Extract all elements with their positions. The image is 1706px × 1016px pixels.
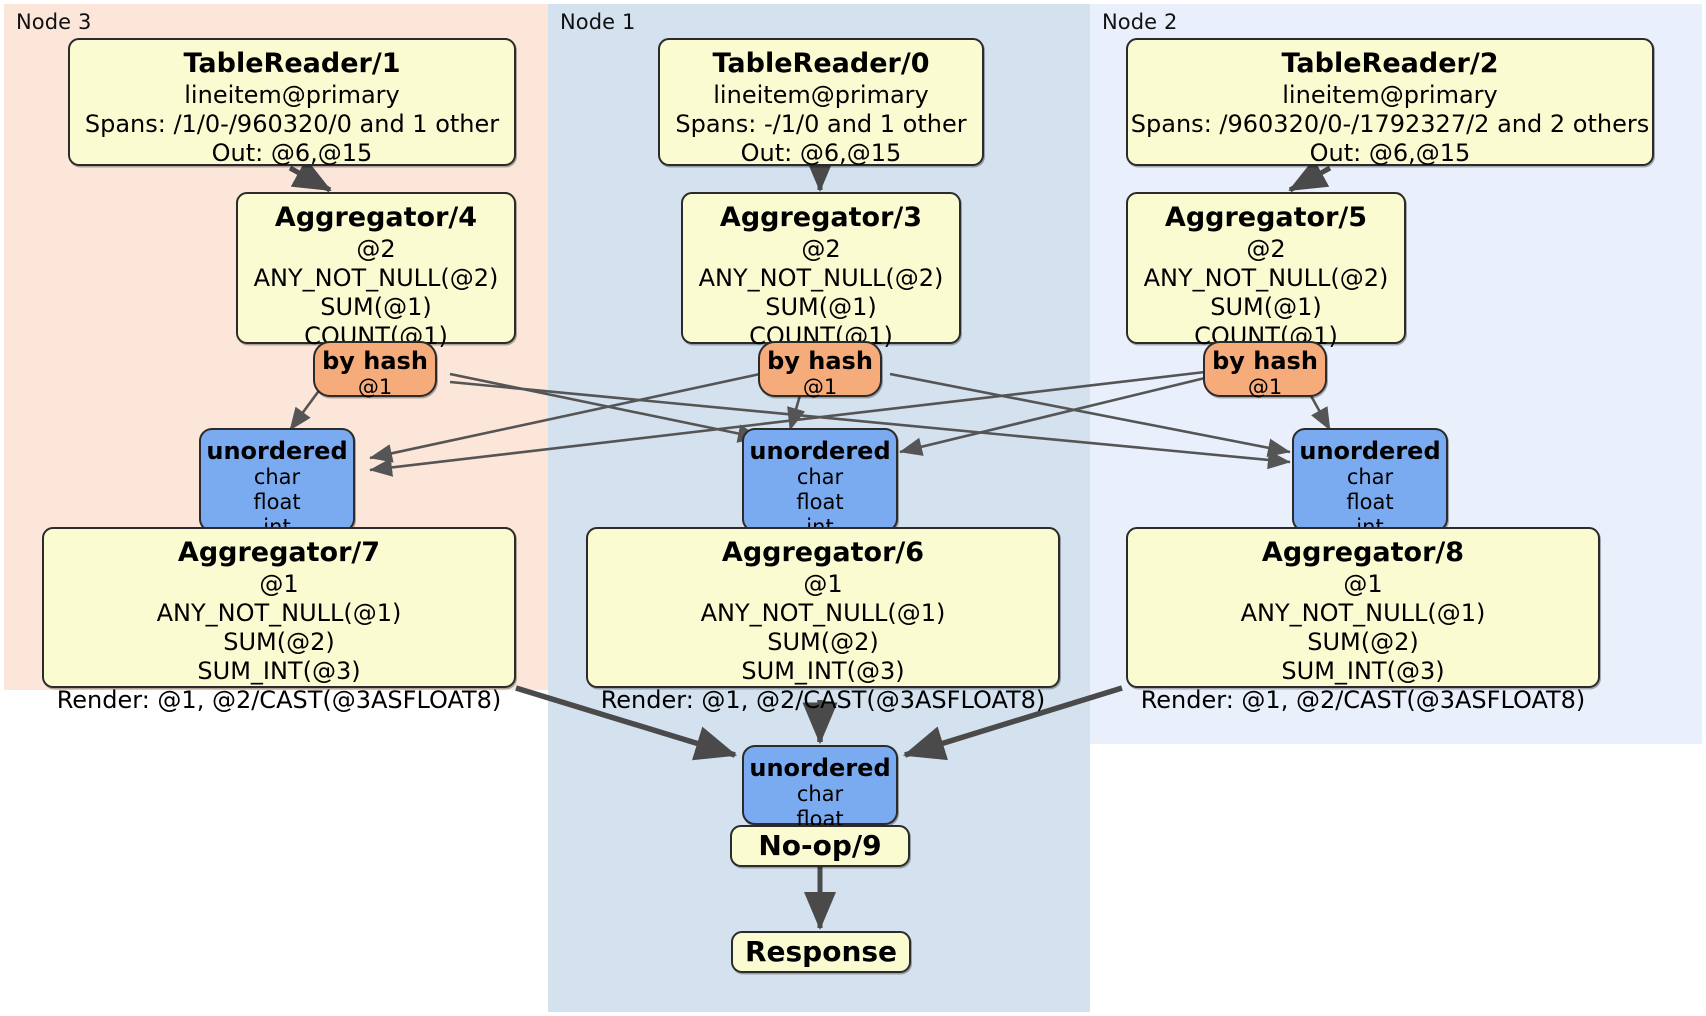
- processor-detail-line: Out: @6,@15: [740, 139, 902, 167]
- processor-title: No-op/9: [758, 829, 882, 862]
- node-panel-label-node1: Node 1: [560, 10, 636, 34]
- processor-detail-line: SUM_INT(@3): [197, 657, 361, 685]
- router-unordered-mid[interactable]: unordered char float int: [742, 428, 898, 539]
- router-title: unordered: [1299, 437, 1441, 465]
- processor-title: Aggregator/7: [177, 537, 381, 568]
- processor-detail-line: Spans: /960320/0-/1792327/2 and 2 others: [1130, 110, 1650, 138]
- processor-title: Aggregator/6: [721, 537, 925, 568]
- processor-title: TableReader/1: [183, 48, 401, 79]
- processor-tablereader-0[interactable]: TableReader/0 lineitem@primary Spans: -/…: [658, 38, 984, 167]
- router-title: by hash: [322, 347, 428, 375]
- processor-aggregator-5[interactable]: Aggregator/5 @2 ANY_NOT_NULL(@2) SUM(@1)…: [1126, 192, 1406, 350]
- processor-detail-line: @2: [801, 235, 841, 263]
- processor-detail-line: Spans: -/1/0 and 1 other: [675, 110, 967, 138]
- processor-aggregator-3[interactable]: Aggregator/3 @2 ANY_NOT_NULL(@2) SUM(@1)…: [681, 192, 961, 350]
- processor-detail-line: @1: [259, 570, 299, 598]
- router-unordered-final[interactable]: unordered char float: [742, 745, 898, 831]
- router-detail-line: char: [796, 782, 844, 806]
- processor-aggregator-8[interactable]: Aggregator/8 @1 ANY_NOT_NULL(@1) SUM(@2)…: [1126, 527, 1600, 714]
- processor-detail-line: Out: @6,@15: [1309, 139, 1471, 167]
- processor-detail-line: SUM(@1): [320, 293, 432, 321]
- processor-noop-9[interactable]: No-op/9: [730, 825, 910, 867]
- router-title: unordered: [206, 437, 348, 465]
- router-title: unordered: [749, 754, 891, 782]
- router-detail-line: char: [253, 465, 301, 489]
- router-hash-mid[interactable]: by hash @1: [758, 341, 882, 399]
- processor-title: TableReader/0: [712, 48, 930, 79]
- router-unordered-left[interactable]: unordered char float int: [199, 428, 355, 539]
- processor-detail-line: lineitem@primary: [1282, 81, 1498, 109]
- processor-detail-line: Spans: /1/0-/960320/0 and 1 other: [84, 110, 500, 138]
- node-panel-label-node3: Node 3: [16, 10, 92, 34]
- router-unordered-right[interactable]: unordered char float int: [1292, 428, 1448, 539]
- processor-detail-line: @1: [803, 570, 843, 598]
- processor-detail-line: ANY_NOT_NULL(@1): [156, 599, 402, 627]
- router-detail-line: float: [1346, 490, 1394, 514]
- processor-detail-line: SUM(@2): [1307, 628, 1419, 656]
- processor-detail-line: SUM(@1): [1210, 293, 1322, 321]
- processor-detail-line: SUM(@2): [223, 628, 335, 656]
- node-panel-label-node2: Node 2: [1102, 10, 1178, 34]
- router-detail-line: @1: [357, 375, 393, 399]
- router-detail-line: float: [796, 490, 844, 514]
- router-detail-line: char: [796, 465, 844, 489]
- router-title: by hash: [767, 347, 873, 375]
- processor-detail-line: lineitem@primary: [713, 81, 929, 109]
- processor-response[interactable]: Response: [731, 931, 911, 973]
- processor-detail-line: SUM(@1): [765, 293, 877, 321]
- router-detail-line: @1: [802, 375, 838, 399]
- router-hash-left[interactable]: by hash @1: [313, 341, 437, 399]
- processor-tablereader-2[interactable]: TableReader/2 lineitem@primary Spans: /9…: [1126, 38, 1654, 167]
- processor-detail-line: ANY_NOT_NULL(@2): [253, 264, 499, 292]
- processor-detail-line: Render: @1, @2/CAST(@3ASFLOAT8): [600, 686, 1046, 714]
- processor-detail-line: Out: @6,@15: [211, 139, 373, 167]
- router-detail-line: @1: [1247, 375, 1283, 399]
- processor-detail-line: SUM(@2): [767, 628, 879, 656]
- processor-title: Aggregator/8: [1261, 537, 1465, 568]
- processor-detail-line: ANY_NOT_NULL(@1): [1240, 599, 1486, 627]
- processor-detail-line: Render: @1, @2/CAST(@3ASFLOAT8): [1140, 686, 1586, 714]
- processor-detail-line: Render: @1, @2/CAST(@3ASFLOAT8): [56, 686, 502, 714]
- router-title: by hash: [1212, 347, 1318, 375]
- processor-detail-line: ANY_NOT_NULL(@1): [700, 599, 946, 627]
- processor-detail-line: @2: [1246, 235, 1286, 263]
- processor-detail-line: @2: [356, 235, 396, 263]
- processor-aggregator-6[interactable]: Aggregator/6 @1 ANY_NOT_NULL(@1) SUM(@2)…: [586, 527, 1060, 714]
- processor-detail-line: lineitem@primary: [184, 81, 400, 109]
- processor-detail-line: SUM_INT(@3): [741, 657, 905, 685]
- processor-detail-line: ANY_NOT_NULL(@2): [1143, 264, 1389, 292]
- processor-detail-line: @1: [1343, 570, 1383, 598]
- router-hash-right[interactable]: by hash @1: [1203, 341, 1327, 399]
- router-title: unordered: [749, 437, 891, 465]
- processor-title: Response: [744, 935, 898, 968]
- router-detail-line: char: [1346, 465, 1394, 489]
- processor-title: Aggregator/3: [719, 202, 923, 233]
- processor-detail-line: ANY_NOT_NULL(@2): [698, 264, 944, 292]
- processor-tablereader-1[interactable]: TableReader/1 lineitem@primary Spans: /1…: [68, 38, 516, 167]
- processor-title: Aggregator/5: [1164, 202, 1368, 233]
- processor-aggregator-7[interactable]: Aggregator/7 @1 ANY_NOT_NULL(@1) SUM(@2)…: [42, 527, 516, 714]
- router-detail-line: float: [253, 490, 301, 514]
- processor-detail-line: SUM_INT(@3): [1281, 657, 1445, 685]
- processor-aggregator-4[interactable]: Aggregator/4 @2 ANY_NOT_NULL(@2) SUM(@1)…: [236, 192, 516, 350]
- processor-title: Aggregator/4: [274, 202, 478, 233]
- processor-title: TableReader/2: [1281, 48, 1499, 79]
